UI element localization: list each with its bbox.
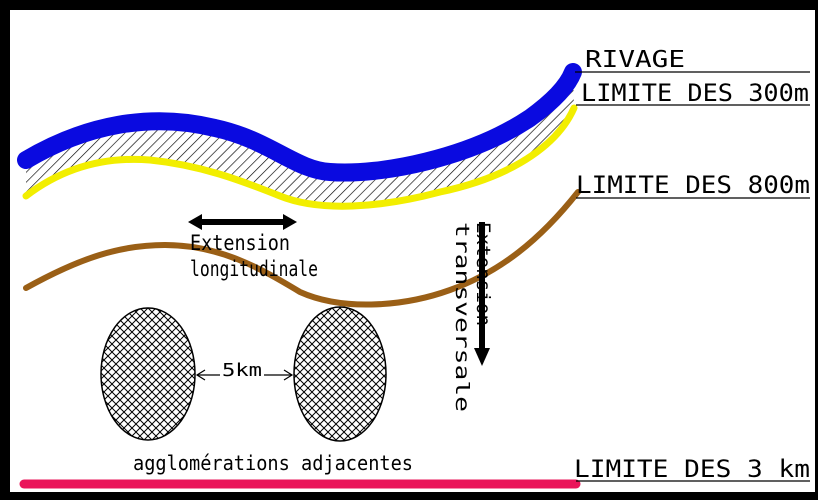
frame-bottom — [0, 492, 818, 500]
frame-top — [0, 0, 818, 10]
limit-800m-line — [23, 189, 581, 308]
extension-longitudinale-label-line1: Extension — [190, 231, 290, 255]
limit-300m-label: LIMITE DES 300m — [581, 79, 809, 107]
agglomeration-right — [293, 306, 387, 442]
limit-3km-label: LIMITE DES 3 km — [574, 455, 810, 483]
extension-transversale-arrow — [474, 222, 490, 366]
extension-transversale-label-line1: Extension — [472, 222, 494, 326]
agglomeration-left — [100, 307, 196, 441]
rivage-label: RIVAGE — [585, 47, 685, 73]
limit-800m-label: LIMITE DES 800m — [576, 171, 810, 199]
extension-transversale-label-line2: transversale — [451, 222, 473, 412]
coastline — [17, 63, 582, 182]
distance-label-bg — [220, 358, 264, 378]
frame-left — [0, 0, 10, 500]
limit-300m-line — [22, 104, 578, 210]
frame-right — [815, 0, 818, 500]
distance-label: 5km — [222, 360, 262, 381]
coastal-strip-hatch — [26, 72, 574, 207]
agglomerations-label: agglomérations adjacentes — [133, 451, 413, 475]
extension-longitudinale-label-line2: longitudinale — [190, 257, 318, 281]
extension-longitudinale-arrow — [188, 214, 297, 230]
